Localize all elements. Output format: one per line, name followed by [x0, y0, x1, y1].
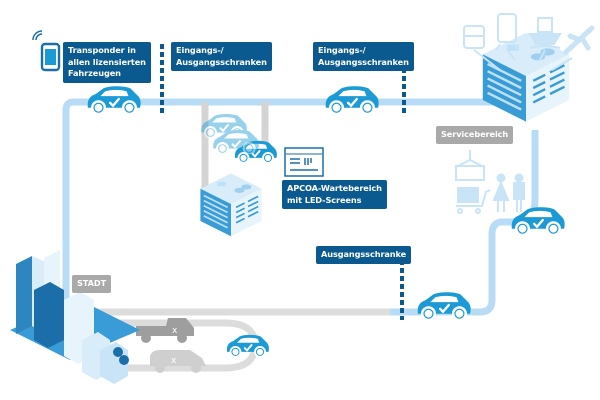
- ship-icon: [528, 17, 562, 49]
- vehicle-approved-3: [510, 205, 566, 235]
- luggage-cart-icon: [456, 187, 491, 214]
- smartphone-wifi-icon: [32, 30, 61, 72]
- gate-1-label: Eingangs-/ Ausgangsschranken: [171, 42, 272, 71]
- svg-text:x: x: [172, 326, 178, 336]
- vehicle-approved-1: [86, 84, 142, 114]
- man-icon: [513, 173, 525, 212]
- city-buildings: [10, 250, 140, 384]
- airplane-icon: [563, 25, 595, 55]
- city-label: STADT: [72, 275, 112, 293]
- transponder-label: Transponder in allen lizensierten Fahrze…: [63, 42, 151, 83]
- vehicle-denied-pickup: x: [136, 318, 194, 343]
- vehicle-denied-van: x: [150, 350, 206, 373]
- waiting-area-label: APCOA-Wartebereich mit LED-Screens: [282, 180, 387, 209]
- woman-icon: [492, 173, 510, 212]
- container-crane-icon: [455, 150, 485, 181]
- vehicle-approved-2: [324, 84, 380, 114]
- vehicle-approved-5: [225, 333, 270, 357]
- service-icons: [455, 150, 525, 214]
- gate-2-label: Eingangs-/ Ausgangsschranken: [313, 42, 414, 71]
- vehicle-approved-4: [416, 290, 472, 320]
- led-screen-icon: [284, 147, 324, 177]
- vehicle-waiting-van: [200, 112, 260, 154]
- service-area-label: Servicebereich: [436, 126, 514, 144]
- bus-icon: [463, 25, 485, 49]
- exit-gate-label: Ausgangsschranke: [316, 246, 412, 264]
- waiting-area-building: [199, 172, 263, 238]
- svg-text:x: x: [171, 356, 177, 366]
- transport-icons: [463, 13, 595, 71]
- train-icon: [495, 13, 519, 51]
